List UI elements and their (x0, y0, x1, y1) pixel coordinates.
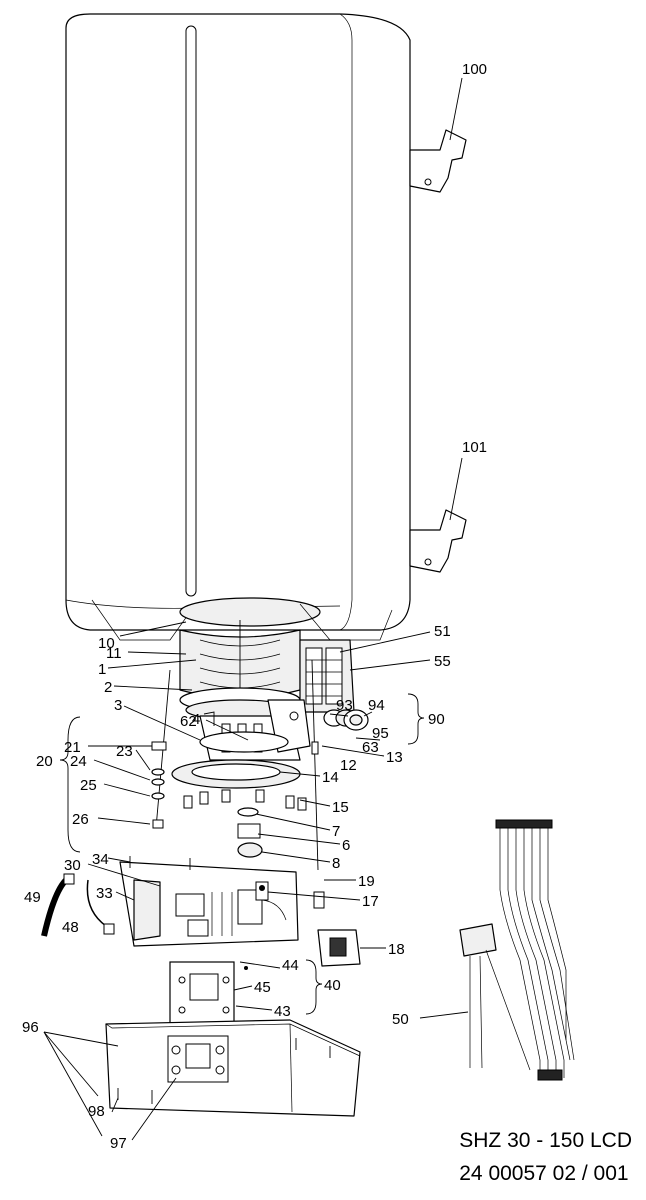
brace-group-20 (59, 716, 81, 853)
callout-14: 14 (322, 769, 339, 786)
sensor-tip (313, 891, 325, 909)
callout-98: 98 (88, 1103, 105, 1120)
callout-96: 96 (22, 1019, 39, 1036)
callout-51: 51 (434, 623, 451, 640)
callout-48: 48 (62, 919, 79, 936)
sensor-pipe (311, 659, 319, 871)
bottom-cover (105, 1019, 361, 1117)
nut (237, 807, 259, 817)
display-module (169, 961, 248, 1025)
callout-10: 10 (98, 635, 115, 652)
callout-20: 20 (36, 753, 53, 770)
callout-63: 63 (362, 739, 379, 756)
callout-15: 15 (332, 799, 349, 816)
callout-17: 17 (362, 893, 379, 910)
callout-24: 24 (70, 753, 87, 770)
thermal-cutout (255, 881, 269, 901)
callout-3: 3 (114, 697, 122, 714)
seal-rings (323, 709, 369, 731)
callout-labels: 100 101 10 11 1 2 3 51 55 62 4 93 94 95 … (22, 61, 487, 1152)
callout-90: 90 (428, 711, 445, 728)
brace-group-40 (305, 959, 323, 1015)
callout-101: 101 (462, 439, 487, 456)
callout-7: 7 (332, 823, 340, 840)
model-name: SHZ 30 - 150 LCD (459, 1129, 632, 1152)
callout-62: 62 (180, 713, 197, 730)
wiring-harness (459, 819, 575, 1081)
control-board (119, 856, 299, 947)
gasket (199, 731, 289, 753)
cables (41, 873, 115, 937)
clip (203, 711, 215, 726)
callout-95: 95 (372, 725, 389, 742)
callout-11: 11 (106, 645, 122, 662)
anode-parts (151, 741, 167, 829)
callout-94: 94 (368, 697, 385, 714)
callout-4: 4 (192, 711, 200, 728)
callout-30: 30 (64, 857, 81, 874)
brace-group-90 (407, 693, 425, 745)
callout-40: 40 (324, 977, 341, 994)
model-caption: SHZ 30 - 150 LCD 24 00057 02 / 001 (459, 1130, 632, 1184)
document-number: 24 00057 02 / 001 (459, 1162, 629, 1185)
callout-44: 44 (282, 957, 299, 974)
callout-97: 97 (110, 1135, 127, 1152)
callout-8: 8 (332, 855, 340, 872)
callout-2: 2 (104, 679, 112, 696)
callout-33: 33 (96, 885, 113, 902)
wall-bracket-lower (409, 509, 467, 573)
callout-100: 100 (462, 61, 487, 78)
flange-bolts (183, 789, 307, 811)
callout-50: 50 (392, 1011, 409, 1028)
wall-bracket-upper (409, 129, 467, 193)
callout-12: 12 (340, 757, 357, 774)
callout-49: 49 (24, 889, 41, 906)
callout-25: 25 (80, 777, 97, 794)
callout-21: 21 (64, 739, 81, 756)
flange-plate (171, 759, 301, 789)
screw (311, 741, 319, 755)
callout-45: 45 (254, 979, 271, 996)
callout-26: 26 (72, 811, 89, 828)
callout-18: 18 (388, 941, 405, 958)
callout-55: 55 (434, 653, 451, 670)
callout-23: 23 (116, 743, 133, 760)
tank-body (65, 13, 411, 631)
callout-19: 19 (358, 873, 375, 890)
callout-93: 93 (336, 697, 353, 714)
thermostat-knob (237, 823, 263, 858)
callout-43: 43 (274, 1003, 291, 1020)
callout-13: 13 (386, 749, 403, 766)
leader-lines (43, 77, 469, 1141)
tank-bottom-opening (91, 597, 393, 641)
callout-34: 34 (92, 851, 109, 868)
callout-1: 1 (98, 661, 106, 678)
switch-bracket (317, 929, 361, 967)
callout-6: 6 (342, 837, 350, 854)
